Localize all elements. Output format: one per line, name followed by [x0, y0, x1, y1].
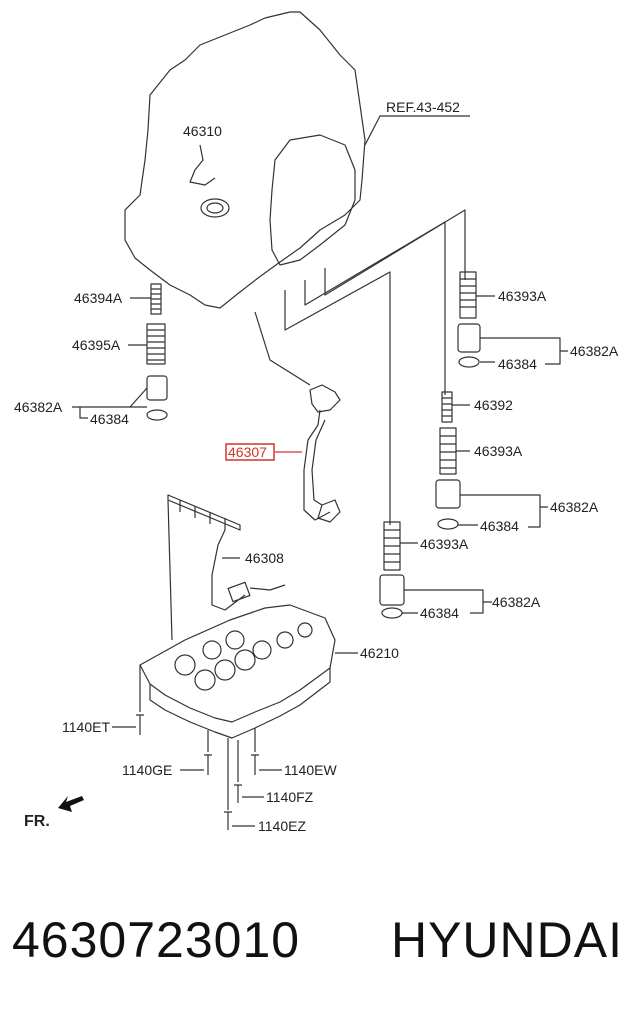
label-46384-left: 46384	[90, 411, 129, 427]
label-46393a-top: 46393A	[498, 288, 547, 304]
oring-46384-left	[146, 409, 168, 421]
bolt-1140ez	[224, 811, 232, 830]
label-46384-r3: 46384	[420, 605, 459, 621]
spring-46392	[441, 391, 453, 423]
label-46392: 46392	[474, 397, 513, 413]
label-46382a-r1: 46382A	[570, 343, 619, 359]
part-number: 4630723010	[12, 912, 301, 968]
wiring-harness-46307	[309, 384, 341, 413]
oring-46384-r1	[458, 356, 480, 368]
spring-46393a-top	[459, 271, 477, 319]
label-46310: 46310	[183, 123, 222, 139]
oring-46384-r2	[437, 518, 459, 530]
label-46384-r2: 46384	[480, 518, 519, 534]
bolt-1140ge	[204, 754, 212, 775]
wiring-46308	[167, 494, 241, 531]
valve-46382a-r1	[457, 323, 481, 353]
oring-46384-r3	[381, 607, 403, 619]
valve-body-46210	[139, 604, 336, 723]
label-46382a-left: 46382A	[14, 399, 63, 415]
label-fr: FR.	[24, 813, 50, 830]
label-46308: 46308	[245, 550, 284, 566]
label-1140fz: 1140FZ	[266, 789, 314, 805]
label-1140ez: 1140EZ	[258, 818, 306, 834]
label-46307: 46307	[228, 444, 267, 460]
spring-46393a-mid	[439, 427, 457, 475]
valve-46382a-r2	[435, 479, 461, 509]
label-46393a-low: 46393A	[420, 536, 469, 552]
valve-46382a-left	[146, 375, 168, 401]
highlight-box-46307	[225, 443, 275, 461]
label-46394a: 46394A	[74, 290, 123, 306]
bolt-1140fz	[234, 784, 242, 803]
label-1140ew: 1140EW	[284, 762, 337, 778]
label-46210: 46210	[360, 645, 399, 661]
front-arrow-icon	[58, 796, 84, 812]
label-46395a: 46395A	[72, 337, 121, 353]
footer-caption: 4630723010 HYUNDAI	[0, 900, 637, 980]
label-46382a-r2: 46382A	[550, 499, 599, 515]
seal-ring	[200, 198, 230, 218]
brand-name: HYUNDAI	[390, 912, 623, 968]
cable-clip	[189, 144, 216, 186]
label-ref: REF.43-452	[386, 99, 460, 115]
bolt-1140et	[136, 714, 144, 735]
label-46384-r1: 46384	[498, 356, 537, 372]
valve-46382a-r3	[379, 574, 405, 606]
label-46393a-mid: 46393A	[474, 443, 523, 459]
transmission-case	[124, 11, 366, 309]
bolt-1140ew	[251, 754, 259, 775]
label-46382a-r3: 46382A	[492, 594, 541, 610]
exploded-parts-diagram: REF.43-452 46310 46394A 46395A 46382A 46…	[14, 11, 619, 834]
label-1140ge: 1140GE	[122, 762, 172, 778]
label-1140et: 1140ET	[62, 719, 110, 735]
spring-46395a	[146, 323, 166, 365]
